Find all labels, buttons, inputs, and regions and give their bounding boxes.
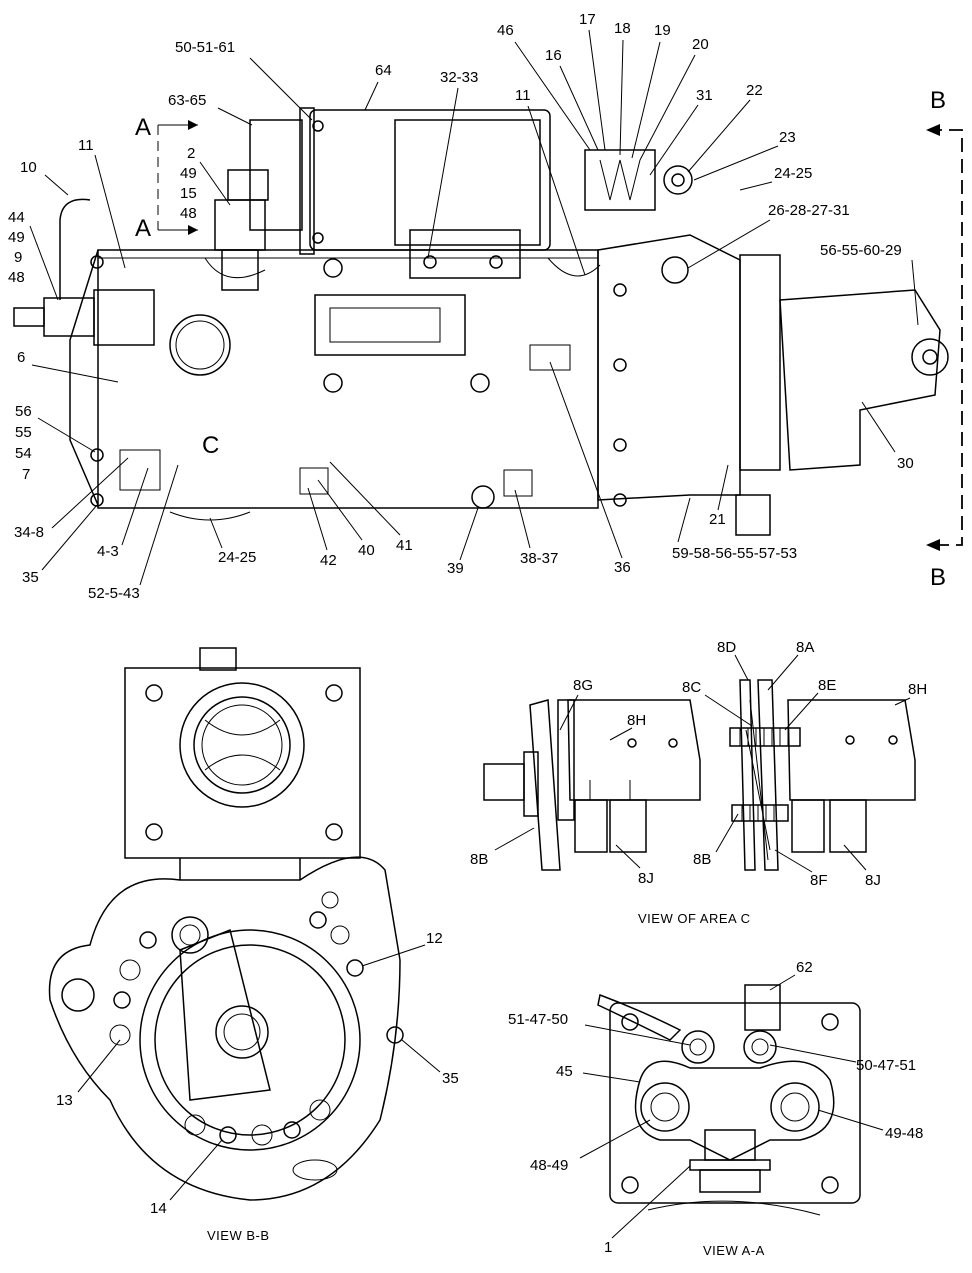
callout-label: 30 (897, 455, 914, 472)
callout-label: 17 (579, 11, 596, 28)
callout-label: 26-28-27-31 (768, 202, 850, 219)
callout-label: 13 (56, 1092, 73, 1109)
callout-label: 8A (796, 639, 814, 656)
view-bb-drawing (48, 647, 404, 1201)
callout-label: 9 (14, 249, 22, 266)
callout-label: 24-25 (218, 549, 256, 566)
callout-label: 8J (638, 870, 654, 887)
callout-label: 40 (358, 542, 375, 559)
section-indicator-b: B B (926, 87, 963, 591)
callout-label: 56 (15, 403, 32, 420)
callout-label: 48 (180, 205, 197, 222)
callout-label: 55 (15, 424, 32, 441)
callout-label: 8G (573, 677, 593, 694)
section-letter-a-bottom: A (135, 215, 151, 242)
main-view-drawing (13, 107, 949, 536)
callout-label: 49 (180, 165, 197, 182)
callout-label: 24-25 (774, 165, 812, 182)
callout-label: 15 (180, 185, 197, 202)
callout-label: 10 (20, 159, 37, 176)
callout-label: 8J (865, 872, 881, 889)
callout-label: 36 (614, 559, 631, 576)
section-letter-b-top: B (930, 87, 946, 114)
callout-label: 56-55-60-29 (820, 242, 902, 259)
callout-label: 64 (375, 62, 392, 79)
view-c-caption: VIEW OF AREA C (638, 911, 750, 926)
callout-label: 22 (746, 82, 763, 99)
view-aa-callouts: 62 51-47-50 50-47-51 45 49-48 48-49 1 VI… (508, 959, 923, 1258)
callout-label: 1 (604, 1239, 612, 1256)
callout-label: 38-37 (520, 550, 558, 567)
callout-label: 34-8 (14, 524, 44, 541)
callout-label: 48-49 (530, 1157, 568, 1174)
section-letter-b-bottom: B (930, 564, 946, 591)
view-bb-callouts: 12 13 14 35 VIEW B-B (56, 930, 459, 1243)
callout-label: 41 (396, 537, 413, 554)
callout-label: 11 (78, 137, 94, 154)
callout-label: 52-5-43 (88, 585, 140, 602)
callout-label: 32-33 (440, 69, 478, 86)
callout-label: 8B (470, 851, 488, 868)
callout-label: 21 (709, 511, 726, 528)
callout-label: 8B (693, 851, 711, 868)
section-indicator-a: A A (135, 114, 198, 242)
view-aa-drawing (597, 984, 861, 1216)
callout-label: 4-3 (97, 543, 119, 560)
view-c-callouts: 8G 8H 8B 8J 8D 8A 8C 8E 8H 8B 8F 8J VIEW… (470, 639, 927, 926)
callout-label: 35 (442, 1070, 459, 1087)
view-bb-caption: VIEW B-B (207, 1228, 270, 1243)
callout-label: 45 (556, 1063, 573, 1080)
callout-label: 8D (717, 639, 736, 656)
callout-label: 42 (320, 552, 337, 569)
callout-label: 8F (810, 872, 828, 889)
callout-label: 39 (447, 560, 464, 577)
callout-label: 54 (15, 445, 32, 462)
callout-label: 6 (17, 349, 25, 366)
view-aa-caption: VIEW A-A (703, 1243, 765, 1258)
callout-label: 49 (8, 229, 25, 246)
callout-label: 18 (614, 20, 631, 37)
callout-label: 14 (150, 1200, 167, 1217)
callout-label: 2 (187, 145, 195, 162)
callout-label: 12 (426, 930, 443, 947)
callout-label: 19 (654, 22, 671, 39)
callout-label: 8E (818, 677, 836, 694)
callout-label: 20 (692, 36, 709, 53)
callout-label: 23 (779, 129, 796, 146)
view-c-drawing (483, 679, 916, 871)
callout-label: 7 (22, 466, 30, 483)
callout-label: 8H (908, 681, 927, 698)
callout-label: 50-51-61 (175, 39, 235, 56)
main-view-callouts: 50-51-61 64 63-65 2 49 15 48 10 11 44 49… (8, 11, 919, 602)
section-letter-a-top: A (135, 114, 151, 141)
callout-label: 8H (627, 712, 646, 729)
callout-label: 63-65 (168, 92, 206, 109)
callout-label: 44 (8, 209, 25, 226)
callout-label: 48 (8, 269, 25, 286)
callout-label: 62 (796, 959, 813, 976)
callout-label: 51-47-50 (508, 1011, 568, 1028)
callout-label: 35 (22, 569, 39, 586)
callout-label: 8C (682, 679, 701, 696)
callout-label: 16 (545, 47, 562, 64)
area-letter-c: C (202, 432, 219, 459)
callout-label: 11 (515, 87, 531, 104)
callout-label: 50-47-51 (856, 1057, 916, 1074)
callout-label: 59-58-56-55-57-53 (672, 545, 797, 562)
callout-label: 31 (696, 87, 713, 104)
callout-label: 46 (497, 22, 514, 39)
callout-label: 49-48 (885, 1125, 923, 1142)
